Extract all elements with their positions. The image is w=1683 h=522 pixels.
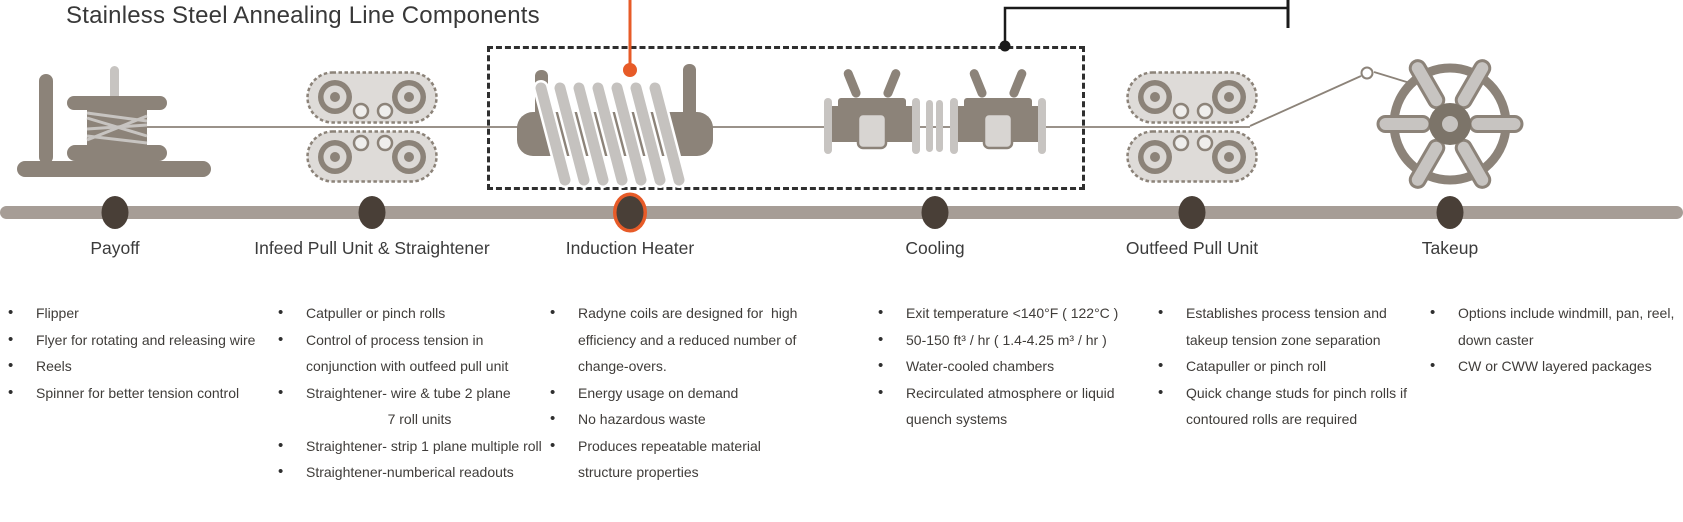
bullet-dot-icon: • (878, 330, 884, 348)
payoff-reel-icon (17, 66, 211, 177)
timeline-dot-induction-heater (616, 196, 644, 229)
timeline-dot-infeed (358, 196, 386, 229)
station-label-induction: Induction Heater (565, 238, 695, 258)
timeline-dot-outfeed (1178, 196, 1206, 229)
bullet-item: • Flyer for rotating and releasing wire (8, 327, 258, 354)
station-label-cooling: Cooling (905, 238, 965, 258)
bullet-item-text: Catpuller or pinch rolls (306, 305, 446, 321)
bullet-item: • Options include windmill, pan, reel,dow… (1430, 300, 1680, 353)
induction-coil-icon (517, 64, 713, 188)
timeline-dot-takeup (1436, 196, 1464, 229)
wire-guide-ring (1360, 66, 1374, 80)
bullet-item-text: Flyer for rotating and releasing wire (36, 331, 256, 348)
bullet-dot-icon: • (278, 463, 284, 480)
infeed-pinch-rolls-icon (306, 71, 438, 183)
bullet-item: • Energy usage on demand (550, 380, 795, 407)
bullet-dot-icon: • (278, 436, 284, 454)
bullet-dot-icon: • (1158, 383, 1164, 401)
bullet-dot-icon: • (8, 357, 14, 374)
station-label-infeed: Infeed Pull Unit & Straightener (254, 238, 490, 258)
bullet-dot-icon: • (1158, 357, 1164, 374)
timeline-bar (0, 206, 1683, 219)
page-title: Stainless Steel Annealing Line Component… (66, 2, 540, 29)
bullet-dot-icon: • (550, 410, 556, 427)
black-callout-line (1003, 6, 1288, 46)
station-label-takeup: Takeup (1421, 238, 1479, 258)
station-label-outfeed: Outfeed Pull Unit (1125, 238, 1259, 258)
station-label-payoff: Payoff (90, 238, 140, 258)
timeline-dot-payoff (101, 196, 129, 229)
bullet-item: • Flipper (8, 300, 258, 327)
bullet-dot-icon: • (8, 383, 14, 401)
timeline-dot-cooling (921, 196, 949, 229)
bullet-dot-icon: • (8, 330, 14, 348)
bullet-item-text: Options include windmill, pan, reel,down… (1458, 305, 1675, 348)
bullet-dot-icon: • (550, 436, 556, 454)
takeup-bullet-list: • Options include windmill, pan, reel,dow… (1430, 300, 1680, 380)
bullet-item-text: Reels (36, 358, 72, 374)
bullet-item-text: Catapuller or pinch roll (1186, 358, 1327, 374)
bullet-item: • Reels (8, 353, 258, 380)
highlight-dashed-box (487, 46, 1085, 190)
bullet-item-text: 50-150 ft³ / hr ( 1.4-4.25 m³ / hr ) (906, 331, 1107, 348)
bullet-dot-icon: • (878, 357, 884, 374)
outfeed-pinch-rolls-icon (1126, 71, 1258, 183)
infeed-bullet-list: • Catpuller or pinch rolls • Control of pro… (278, 300, 542, 486)
bullet-item-text: Exit temperature <140°F ( 122°C ) (906, 305, 1119, 321)
bullet-item: • Spinner for better tension control (8, 380, 258, 407)
bullet-dot-icon: • (278, 304, 284, 321)
cooling-bullet-list: • Exit temperature <140°F ( 122°C ) • 50-15… (878, 300, 1133, 433)
bullet-dot-icon: • (550, 304, 556, 321)
wire-diagonal-to-takeup (1249, 75, 1362, 127)
payoff-bullet-list: • Flipper • Flyer for rotating and releasin… (8, 300, 258, 406)
bullet-item: • 50-150 ft³ / hr ( 1.4-4.25 m³ / hr ) (878, 327, 1133, 354)
bullet-item-text: CW or CWW layered packages (1458, 358, 1652, 374)
bullet-item-text: Energy usage on demand (578, 384, 739, 401)
bullet-item: • Catapuller or pinch roll (1158, 353, 1413, 380)
bullet-item-text: Water-cooled chambers (906, 358, 1055, 374)
bullet-item-text: Straightener- strip 1 plane multiple rol… (306, 437, 542, 454)
bullet-item-text: No hazardous waste (578, 411, 706, 427)
bullet-item-text: Spinner for better tension control (36, 384, 240, 401)
bullet-dot-icon: • (878, 304, 884, 321)
bullet-item: • Water-cooled chambers (878, 353, 1133, 380)
bullet-item-text: Flipper (36, 305, 79, 321)
bullet-item-text: Straightener-numberical readouts (306, 464, 514, 480)
bullet-dot-icon: • (278, 330, 284, 348)
bullet-dot-icon: • (8, 304, 14, 321)
bullet-item: • Exit temperature <140°F ( 122°C ) (878, 300, 1133, 327)
bullet-item: • Straightener-numberical readouts (278, 459, 533, 486)
bullet-dot-icon: • (1430, 357, 1436, 374)
bullet-item: • No hazardous waste (550, 406, 795, 433)
bullet-dot-icon: • (550, 383, 556, 401)
bullet-dot-icon: • (1158, 304, 1164, 321)
bullet-item: • CW or CWW layered packages (1430, 353, 1680, 380)
cooling-chambers-icon (824, 69, 1046, 154)
bullet-dot-icon: • (278, 383, 284, 401)
bullet-item: • Straightener- strip 1 plane multiple ro… (278, 433, 542, 460)
bullet-item: • Catpuller or pinch rolls (278, 300, 533, 327)
bullet-dot-icon: • (1430, 304, 1436, 321)
windmill-takeup-icon (1376, 59, 1524, 189)
bullet-dot-icon: • (878, 383, 884, 401)
